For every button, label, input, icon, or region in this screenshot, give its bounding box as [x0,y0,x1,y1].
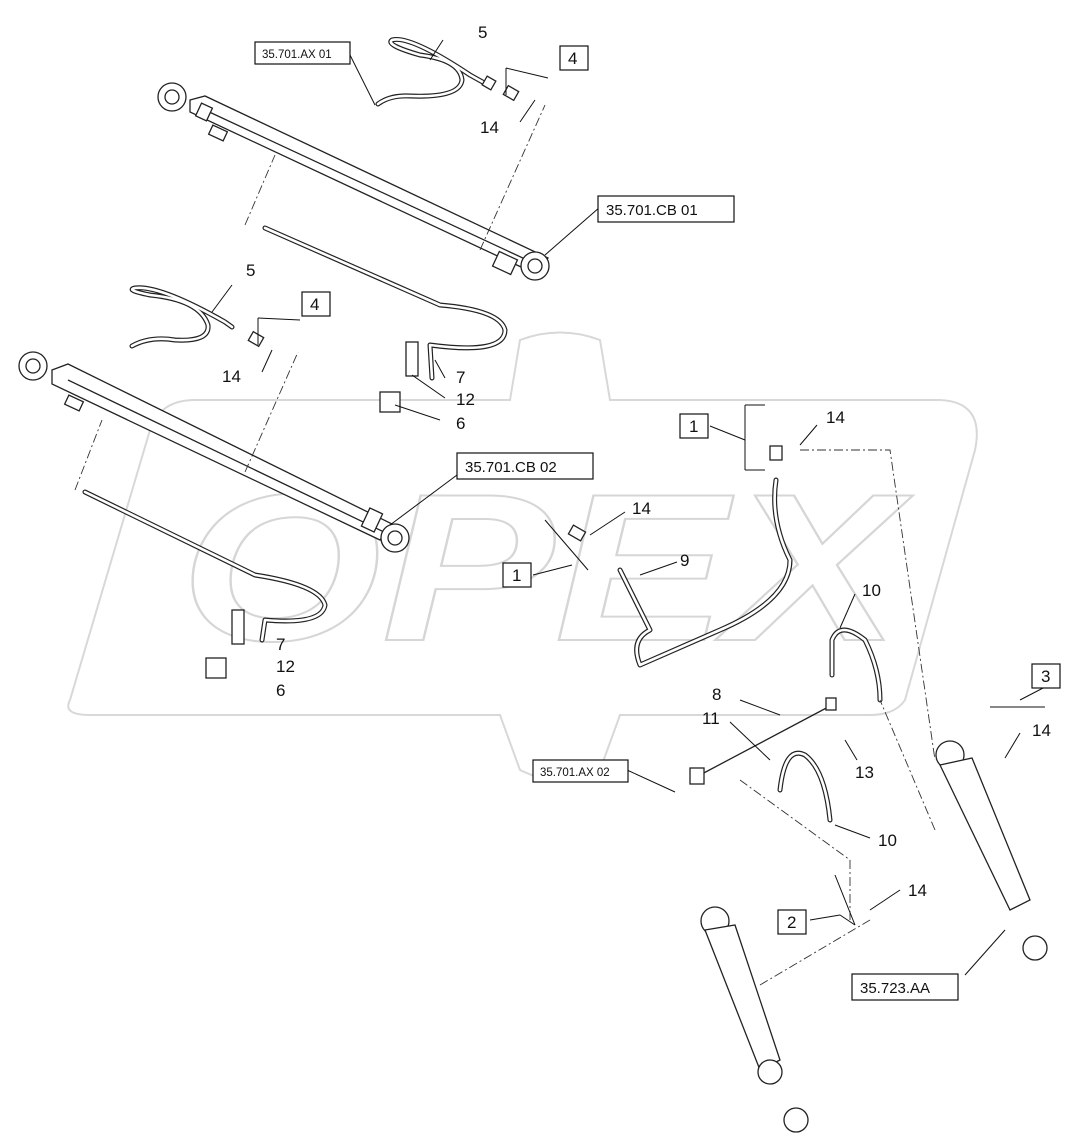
upper-cylinder-bottom [18,351,410,553]
hose-10-upper [829,627,883,703]
label-2: 2 [787,913,796,932]
box-4-top [559,45,589,71]
label-5-top: 5 [478,23,487,42]
label-14-far-right: 14 [1032,721,1051,740]
leader-lines [211,39,1046,976]
ref-box-cb02 [456,452,594,480]
label-7-upper: 7 [456,368,465,387]
lift-cylinder-left [700,906,809,1133]
label-10-lower: 10 [878,831,897,850]
label-14-middle: 14 [222,367,241,386]
tube-lower [82,489,328,679]
tube-upper [262,225,508,413]
box-2 [777,909,807,935]
label-13: 13 [855,763,874,782]
ref-cb02: 35.701.CB 02 [465,459,557,476]
label-14-top: 14 [480,118,499,137]
reference-boxes: 35.701.AX 01 35.701.CB 01 35.701.CB 02 3… [254,41,959,1001]
ref-ax02: 35.701.AX 02 [540,767,610,779]
hose-9 [567,445,793,668]
ref-aa: 35.723.AA [860,980,930,997]
label-14-right: 14 [826,408,845,427]
lift-cylinder-right [935,740,1048,961]
hose-5-middle [129,285,265,349]
routing-lines [74,104,936,986]
label-3: 3 [1041,667,1050,686]
label-12-upper: 12 [456,390,475,409]
box-1-right [679,413,709,439]
label-6-lower: 6 [276,681,285,700]
box-3 [1031,663,1061,689]
label-9: 9 [680,551,689,570]
label-4-top: 4 [568,49,577,68]
label-14-center: 14 [632,499,651,518]
hose-10-lower [777,750,833,823]
label-4-middle: 4 [310,295,319,314]
box-1-center [502,562,532,588]
ref-box-cb01 [597,195,735,223]
label-7-lower: 7 [276,635,285,654]
ref-box-ax02 [532,759,629,783]
ref-cb01: 35.701.CB 01 [606,202,698,219]
label-14-bottom: 14 [908,881,927,900]
label-8: 8 [712,685,721,704]
ref-ax01: 35.701.AX 01 [262,49,332,61]
pipe-11 [689,697,837,785]
label-10-upper: 10 [862,581,881,600]
upper-cylinder-top [157,82,550,281]
part-labels: 5 4 14 5 4 14 7 12 6 7 12 6 1 14 14 1 9 … [222,23,1061,935]
watermark: OPEX [67,331,978,781]
ref-box-aa [851,973,959,1001]
label-12-lower: 12 [276,657,295,676]
label-11: 11 [702,709,720,728]
hose-5-top [375,36,520,107]
box-4-middle [301,291,331,317]
label-5-middle: 5 [246,261,255,280]
ref-box-ax01 [254,41,351,65]
label-1-center: 1 [512,566,521,585]
label-1-right: 1 [689,417,698,436]
label-6-upper: 6 [456,414,465,433]
